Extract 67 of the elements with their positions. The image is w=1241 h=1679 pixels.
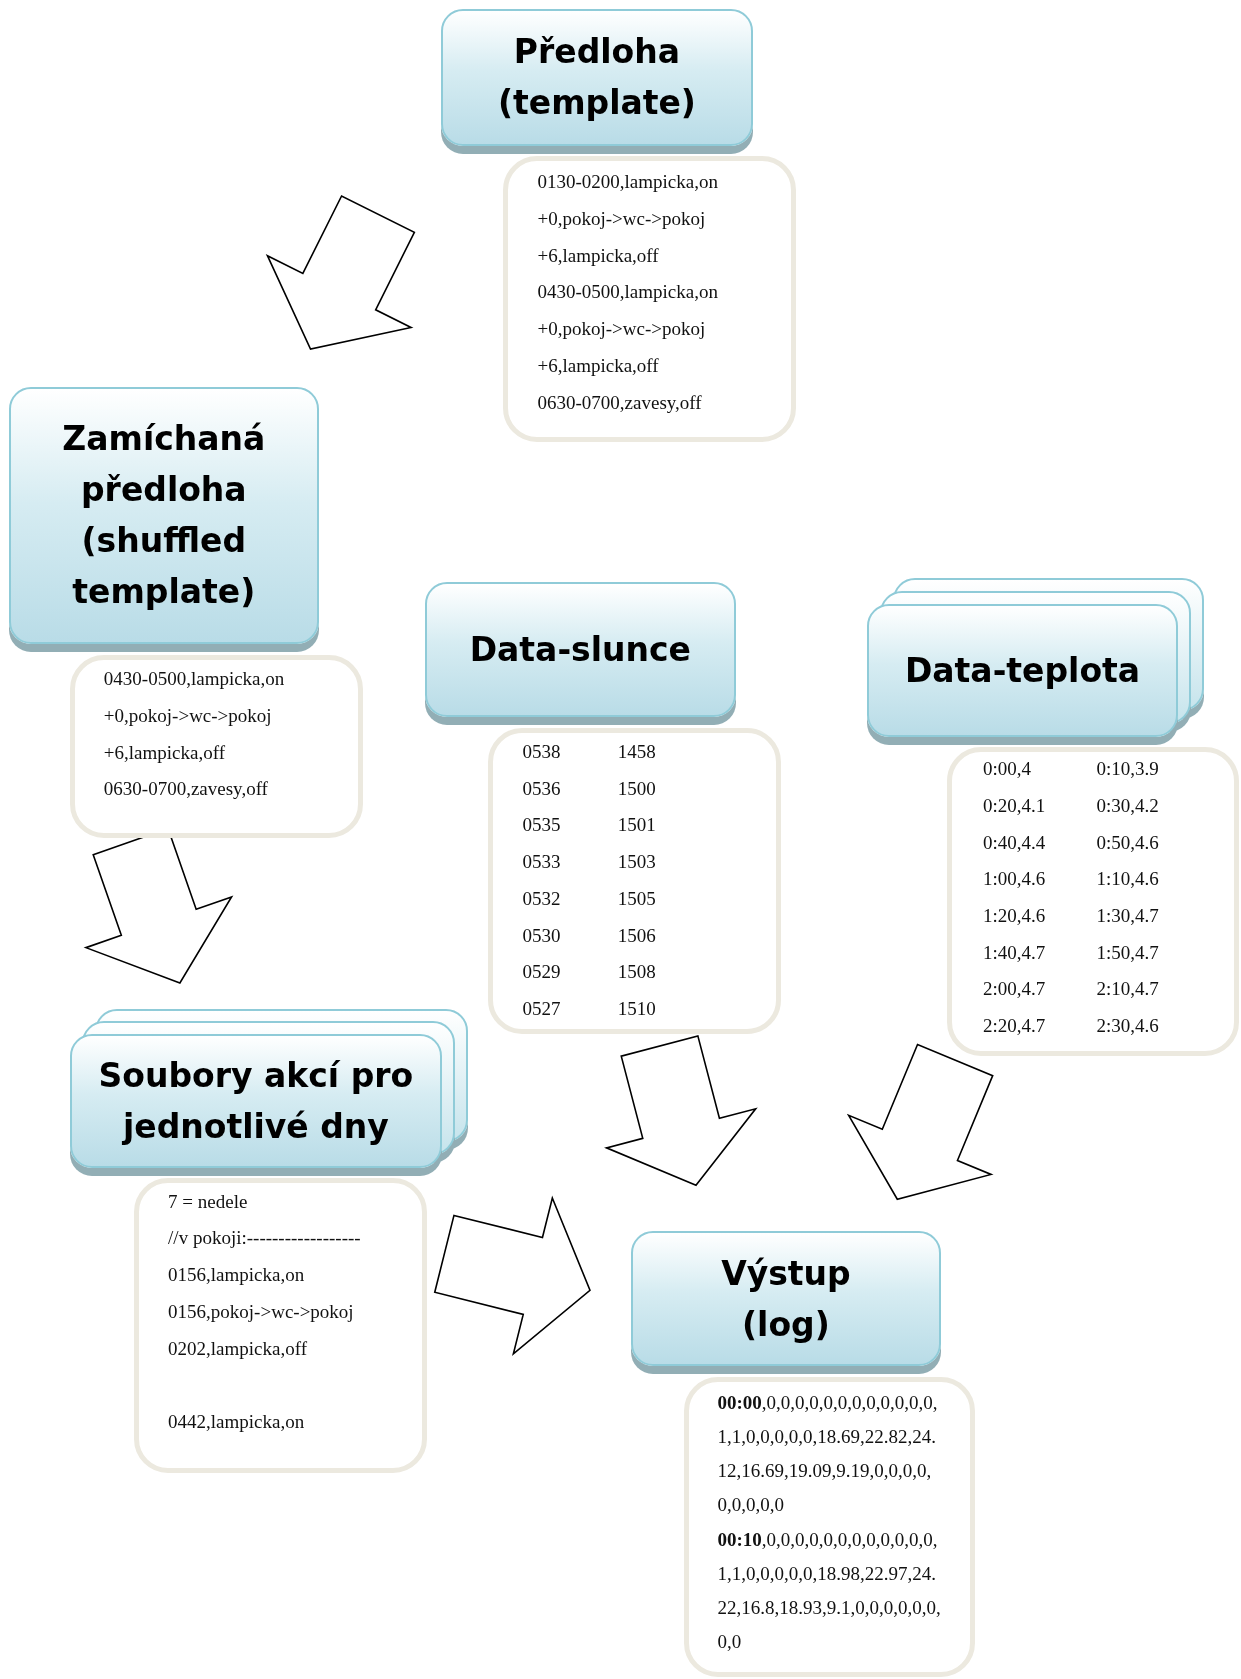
block-arrow <box>846 1043 994 1201</box>
data-line: 0442,lampicka,on <box>168 1411 305 1434</box>
data-line: 2:20,4.7 <box>982 1015 1046 1038</box>
data-line: 0156,pokoj->wc->pokoj <box>168 1300 354 1324</box>
data-line: 0535 <box>522 814 561 838</box>
data-line: 1508 <box>617 961 656 985</box>
data-line: 0:30,4.2 <box>1096 794 1159 818</box>
data-line: 1:40,4.7 <box>982 941 1046 965</box>
data-line: //v pokoji:------------------ <box>168 1227 361 1251</box>
data-line: 0538 <box>522 740 561 764</box>
box-title: Data-teplota <box>903 649 1142 692</box>
data-line: 0529 <box>522 961 561 985</box>
data-line: 0430-0500,lampicka,on <box>537 281 718 305</box>
data-line: 1:00,4.6 <box>982 868 1046 892</box>
data-line: +0,pokoj->wc->pokoj <box>537 318 706 341</box>
data-line: 0533 <box>522 851 561 874</box>
data-line: 1458 <box>617 740 656 764</box>
data-line: 0130-0200,lampicka,on <box>537 171 718 195</box>
log-record: 00:00,0,0,0,0,0,0,0,0,0,0,0,0,1,1,0,0,0,0,0,18.69,22.82,24.12,16.69,19.09,9.19,0,0,0,0,0,0,0,0,0 <box>717 1390 939 1518</box>
data-line: +0,pokoj->wc->pokoj <box>103 704 272 728</box>
box-title: Soubory akcí pro jednotlivé dny <box>97 1055 415 1149</box>
data-card <box>69 655 363 839</box>
data-line: 0:40,4.4 <box>982 831 1046 855</box>
data-line: 1503 <box>617 851 656 874</box>
data-line: 0430-0500,lampicka,on <box>103 668 285 691</box>
data-line: 0156,lampicka,on <box>168 1264 305 1287</box>
data-line: +6,lampicka,off <box>537 354 659 378</box>
data-line: 1:20,4.6 <box>982 905 1046 928</box>
block-arrow <box>604 1035 758 1187</box>
data-line: 0:10,3.9 <box>1096 758 1159 781</box>
data-line: 0202,lampicka,off <box>168 1337 308 1361</box>
data-line: 0530 <box>522 924 561 948</box>
block-arrow <box>265 194 416 350</box>
data-line: 2:00,4.7 <box>982 978 1046 1002</box>
box-title: Výstup (log) <box>720 1252 852 1346</box>
data-line: 1:30,4.7 <box>1096 905 1159 928</box>
data-line: 0:00,4 <box>982 758 1031 781</box>
data-card <box>503 156 796 443</box>
data-line: +6,lampicka,off <box>537 244 659 268</box>
data-line: +0,pokoj->wc->pokoj <box>537 208 706 231</box>
data-line: 0:50,4.6 <box>1096 831 1159 855</box>
data-line: 1:50,4.7 <box>1096 941 1159 965</box>
data-card <box>946 747 1239 1056</box>
data-line: 1506 <box>617 924 656 948</box>
box-title: Předloha (template) <box>496 30 697 125</box>
data-card <box>684 1377 976 1677</box>
data-line: 0536 <box>522 777 561 801</box>
box-title: Zamíchaná předloha (shuffled template) <box>61 417 267 614</box>
data-line: 1500 <box>617 777 656 801</box>
data-line: 0630-0700,zavesy,off <box>537 391 702 415</box>
data-line: 0:20,4.1 <box>982 794 1046 818</box>
data-line: 0527 <box>522 998 561 1021</box>
data-card <box>133 1177 428 1474</box>
data-line: 1505 <box>617 887 656 911</box>
data-card <box>488 728 781 1035</box>
box-title: Data-slunce <box>468 629 692 672</box>
data-line: 1510 <box>617 998 656 1021</box>
data-line: 0532 <box>522 887 561 911</box>
data-line: 0630-0700,zavesy,off <box>103 778 268 802</box>
log-record: 00:10,0,0,0,0,0,0,0,0,0,0,0,0,1,1,0,0,0,0,0,18.98,22.97,24.22,16.8,18.93,9.1,0,0,0,0,0,0,0,0 <box>717 1527 942 1655</box>
data-line: 1501 <box>617 814 656 838</box>
data-line: 2:10,4.7 <box>1096 978 1159 1002</box>
data-line: +6,lampicka,off <box>103 741 225 765</box>
data-line: 1:10,4.6 <box>1096 868 1159 892</box>
data-line: 2:30,4.6 <box>1096 1015 1159 1038</box>
block-arrow <box>433 1195 591 1357</box>
data-line: 7 = nedele <box>168 1190 248 1214</box>
